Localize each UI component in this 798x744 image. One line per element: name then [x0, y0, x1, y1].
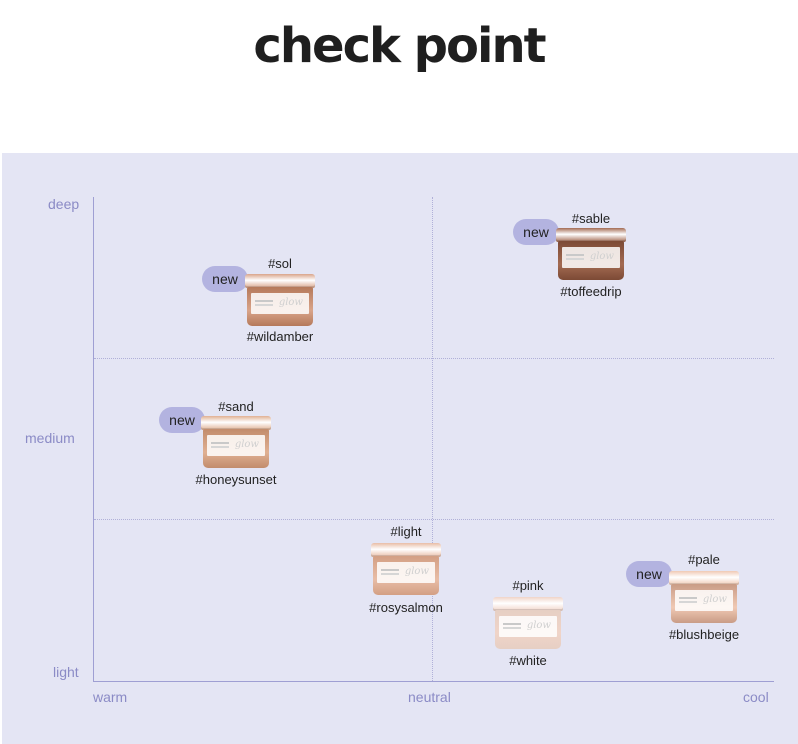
shade-label: #sol: [268, 256, 292, 271]
jar-body: [373, 556, 439, 595]
jar-lid: [201, 416, 271, 430]
y-axis-label-medium: medium: [25, 430, 75, 446]
product-name-label: #rosysalmon: [369, 600, 443, 615]
jar-lid: [669, 571, 739, 585]
product-name-label: #honeysunset: [195, 472, 277, 487]
cream-jar-image: [493, 597, 563, 649]
jar-label: [377, 562, 435, 583]
jar-label: [675, 590, 733, 611]
shade-label: #pale: [688, 552, 720, 567]
cream-jar-image: [201, 416, 271, 468]
page-title: check point: [253, 18, 546, 74]
jar-label: [562, 247, 620, 268]
cream-jar-image: [669, 571, 739, 623]
jar-label: [499, 616, 557, 637]
cream-jar-image: [556, 228, 626, 280]
new-badge: new: [626, 561, 672, 587]
grid-line-upper: [94, 358, 774, 359]
product-name-label: #wildamber: [246, 329, 314, 344]
new-badge: new: [159, 407, 205, 433]
y-axis-line: [93, 197, 94, 682]
jar-label: [207, 435, 265, 456]
product-name-label: #white: [509, 653, 547, 668]
jar-body: [558, 241, 624, 280]
jar-lid: [556, 228, 626, 242]
jar-body: [203, 429, 269, 468]
jar-body: [671, 584, 737, 623]
grid-line-center: [432, 197, 433, 681]
shade-label: #sable: [571, 211, 611, 226]
jar-lid: [371, 543, 441, 557]
jar-label: [251, 293, 309, 314]
x-axis-label-neutral: neutral: [408, 689, 451, 705]
x-axis-line: [93, 681, 774, 682]
jar-lid: [493, 597, 563, 611]
cream-jar-image: [245, 274, 315, 326]
product-name-label: #blushbeige: [668, 627, 740, 642]
product-name-label: #toffeedrip: [560, 284, 622, 299]
x-axis-label-cool: cool: [743, 689, 769, 705]
jar-body: [495, 610, 561, 649]
shade-label: #sand: [218, 399, 254, 414]
shade-map-panel: deep medium light warm neutral cool: [2, 153, 798, 744]
grid-line-lower: [94, 519, 774, 520]
jar-lid: [245, 274, 315, 288]
x-axis-label-warm: warm: [93, 689, 128, 705]
shade-label: #pink: [512, 578, 544, 593]
cream-jar-image: [371, 543, 441, 595]
y-axis-label-deep: deep: [48, 196, 80, 212]
shade-label: #light: [390, 524, 422, 539]
y-axis-label-light: light: [53, 664, 79, 680]
new-badge: new: [513, 219, 559, 245]
new-badge: new: [202, 266, 248, 292]
jar-body: [247, 287, 313, 326]
